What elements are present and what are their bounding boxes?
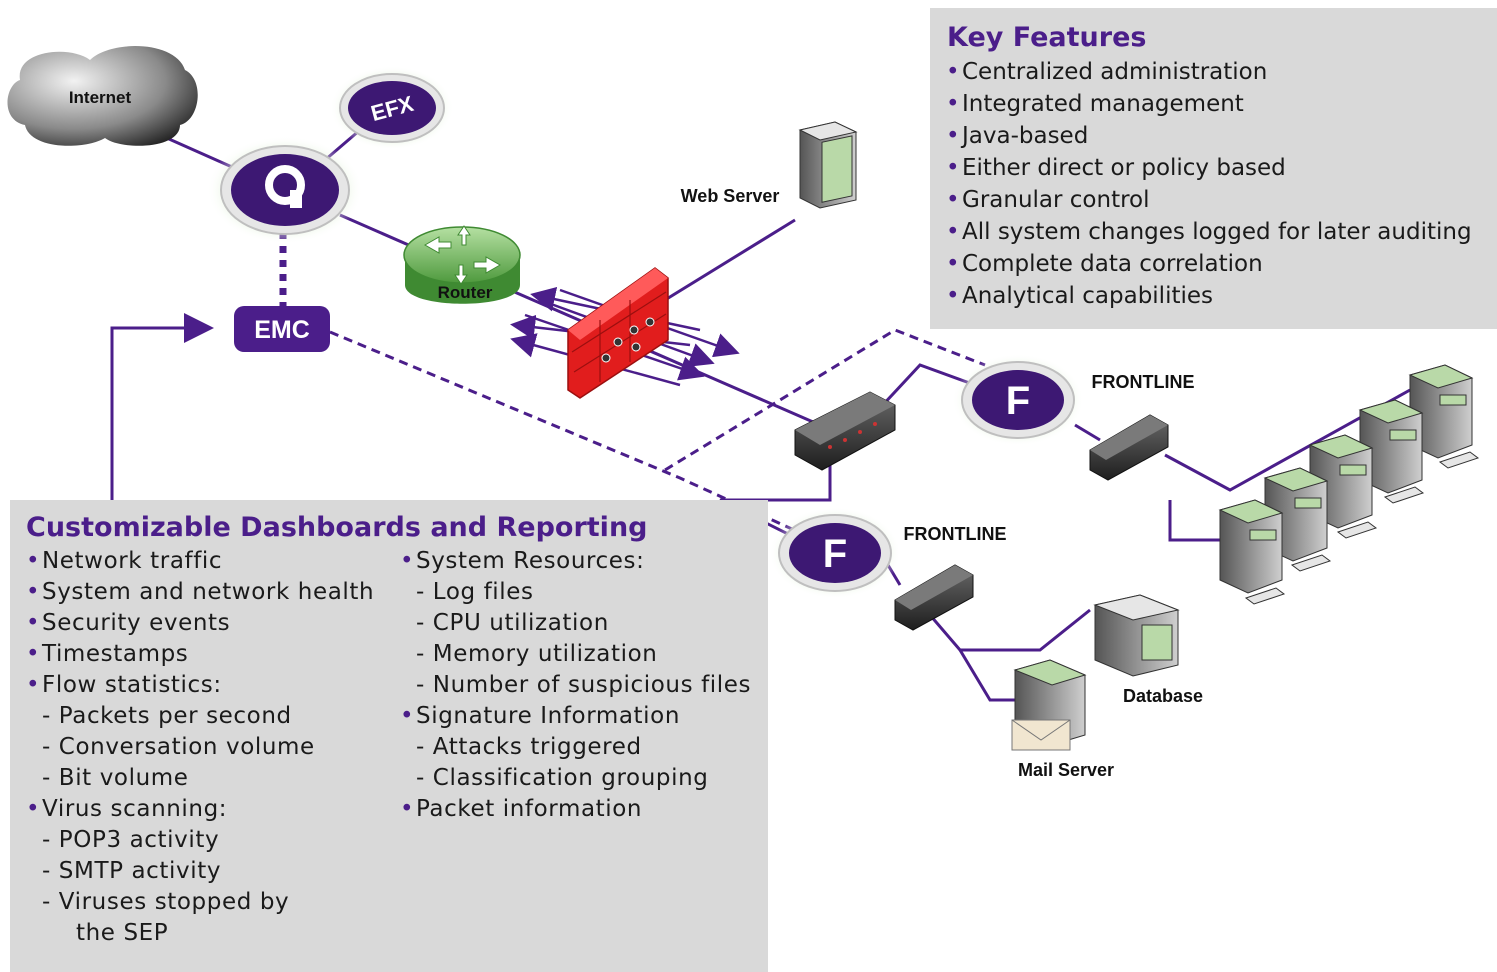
list-item: All system changes logged for later audi… [946,216,1472,248]
web-server-icon: Web Server [681,121,858,209]
list-item: System Resources: [400,546,751,577]
list-item: Complete data correlation [946,248,1472,280]
list-item: Virus scanning: [26,794,374,825]
key-features-title: Key Features [947,22,1147,53]
list-item: Either direct or policy based [946,152,1472,184]
dashboards-panel: Customizable Dashboards and Reporting Ne… [10,500,768,972]
list-subitem-continuation: the SEP [76,920,169,946]
router-node: Router [403,225,521,304]
web-server-label: Web Server [681,186,780,206]
dashboards-list-right: System Resources: - Log files - CPU util… [400,546,751,825]
firewall-icon [567,267,669,399]
list-subitem: - Log files [416,579,534,605]
list-subitem: - Bit volume [42,765,189,791]
list-item: Centralized administration [946,56,1472,88]
list-item: Flow statistics: [26,670,374,701]
router-label: Router [438,283,493,302]
database-icon: Database [1093,594,1203,706]
list-subitem: - Attacks triggered [416,734,642,760]
internet-label: Internet [69,88,132,107]
gateway-logo-icon [265,165,305,208]
list-subitem: - SMTP activity [42,858,222,884]
frontline-1-node: F FRONTLINE [952,354,1195,446]
emc-label: EMC [254,316,310,344]
list-item: Integrated management [946,88,1472,120]
list-subitem: - Viruses stopped by [42,889,290,915]
frontline-1-badge: F [1006,379,1030,423]
list-item: Timestamps [26,639,374,670]
list-subitem: - CPU utilization [416,610,609,636]
list-item: Signature Information [400,701,751,732]
frontline-2-switch-icon [894,564,974,631]
frontline-2-node: F FRONTLINE [769,507,1007,599]
core-switch-icon [794,391,896,471]
frontline-1-switch-icon [1089,414,1169,481]
list-subitem: - Number of suspicious files [416,672,752,698]
list-item: Security events [26,608,374,639]
emc-node: EMC [234,306,330,352]
key-features-list: Centralized administration Integrated ma… [946,56,1472,312]
list-subitem: - Packets per second [42,703,292,729]
frontline-1-label: FRONTLINE [1092,372,1195,392]
dashboards-title: Customizable Dashboards and Reporting [26,512,648,543]
dashboards-list-left: Network traffic System and network healt… [26,546,374,949]
database-label: Database [1123,686,1203,706]
key-features-panel: Key Features Centralized administration … [930,8,1497,329]
frontline-2-label: FRONTLINE [904,524,1007,544]
list-item: Granular control [946,184,1472,216]
list-item: Analytical capabilities [946,280,1472,312]
list-item: Network traffic [26,546,374,577]
envelope-icon [1011,719,1071,751]
frontline-2-badge: F [823,532,847,576]
list-item: System and network health [26,577,374,608]
list-subitem: - Conversation volume [42,734,315,760]
list-item: Java-based [946,120,1472,152]
mail-server-label: Mail Server [1018,760,1114,780]
workstations-icon [1218,364,1480,605]
list-subitem: - Memory utilization [416,641,658,667]
efx-node: EFX [330,66,454,150]
router-arrows-icon [423,225,502,285]
list-subitem: - POP3 activity [42,827,220,853]
gateway-node [207,136,363,244]
list-subitem: - Classification grouping [416,765,709,791]
mail-server-icon: Mail Server [1011,659,1114,780]
internet-cloud: Internet [7,46,198,146]
list-item: Packet information [400,794,751,825]
